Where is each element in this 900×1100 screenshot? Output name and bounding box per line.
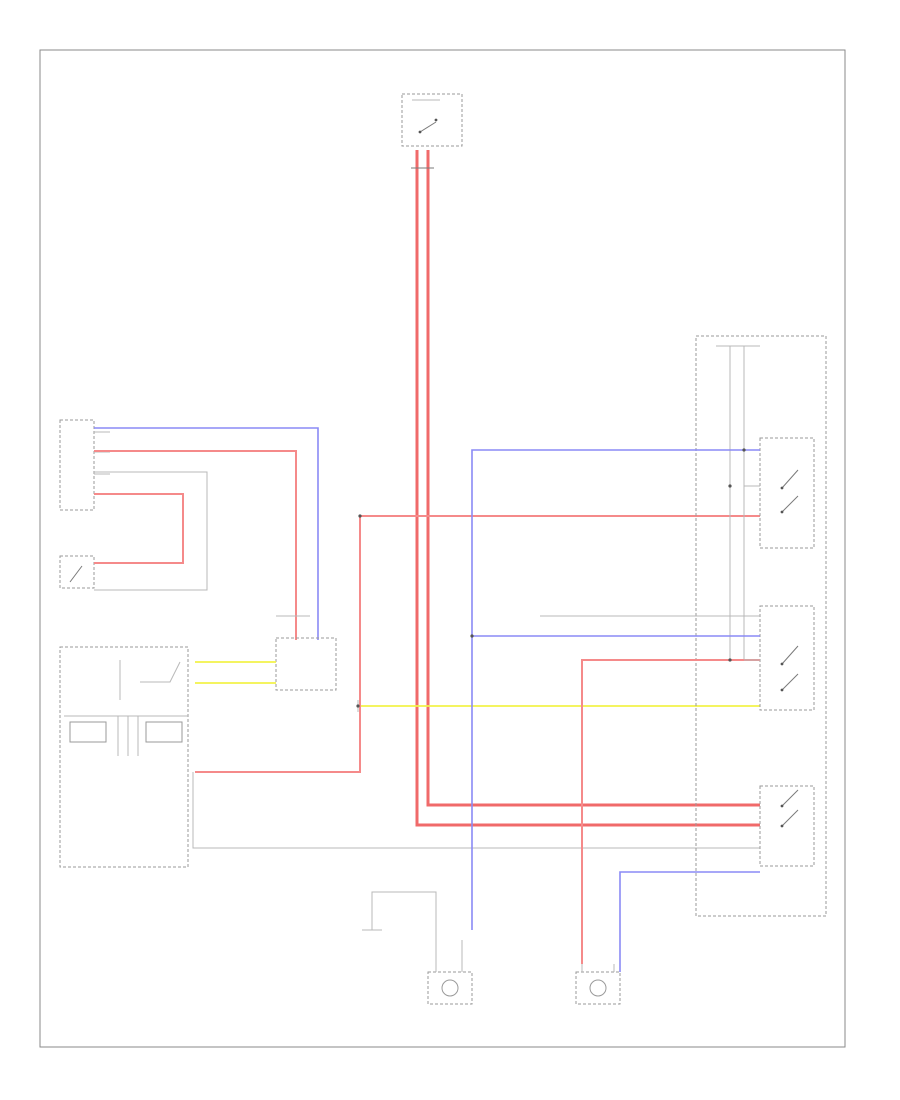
radiator-fan-relay (759, 785, 815, 867)
radiator-fan-motor (575, 964, 621, 1005)
diagram-frame (39, 49, 846, 1048)
ecm-wiring (94, 427, 319, 640)
bottom-ground-loop (362, 891, 437, 964)
junction-dots (356, 448, 746, 708)
condenser-fan-relay (759, 437, 815, 549)
fan-control-relay (759, 605, 815, 711)
engine-room-relay-box (695, 335, 827, 917)
ecm-enclosure (94, 471, 208, 591)
ground-wire (192, 772, 760, 849)
bottom-condenser-fan-motor (427, 940, 473, 1005)
blue-control-wires (471, 449, 760, 972)
engine-coolant-temp-sensor (59, 555, 95, 589)
fan-relay-red-wire (581, 659, 760, 964)
combination-meter (59, 646, 189, 868)
condenser-fan-motor (275, 637, 337, 691)
gray-feed-wire (540, 485, 760, 661)
main-red-feed (411, 150, 760, 827)
meter-link-wires (195, 661, 276, 684)
engine-control-module (59, 419, 110, 511)
meter-red-feed (195, 515, 760, 773)
top-fuse-box (401, 93, 463, 147)
